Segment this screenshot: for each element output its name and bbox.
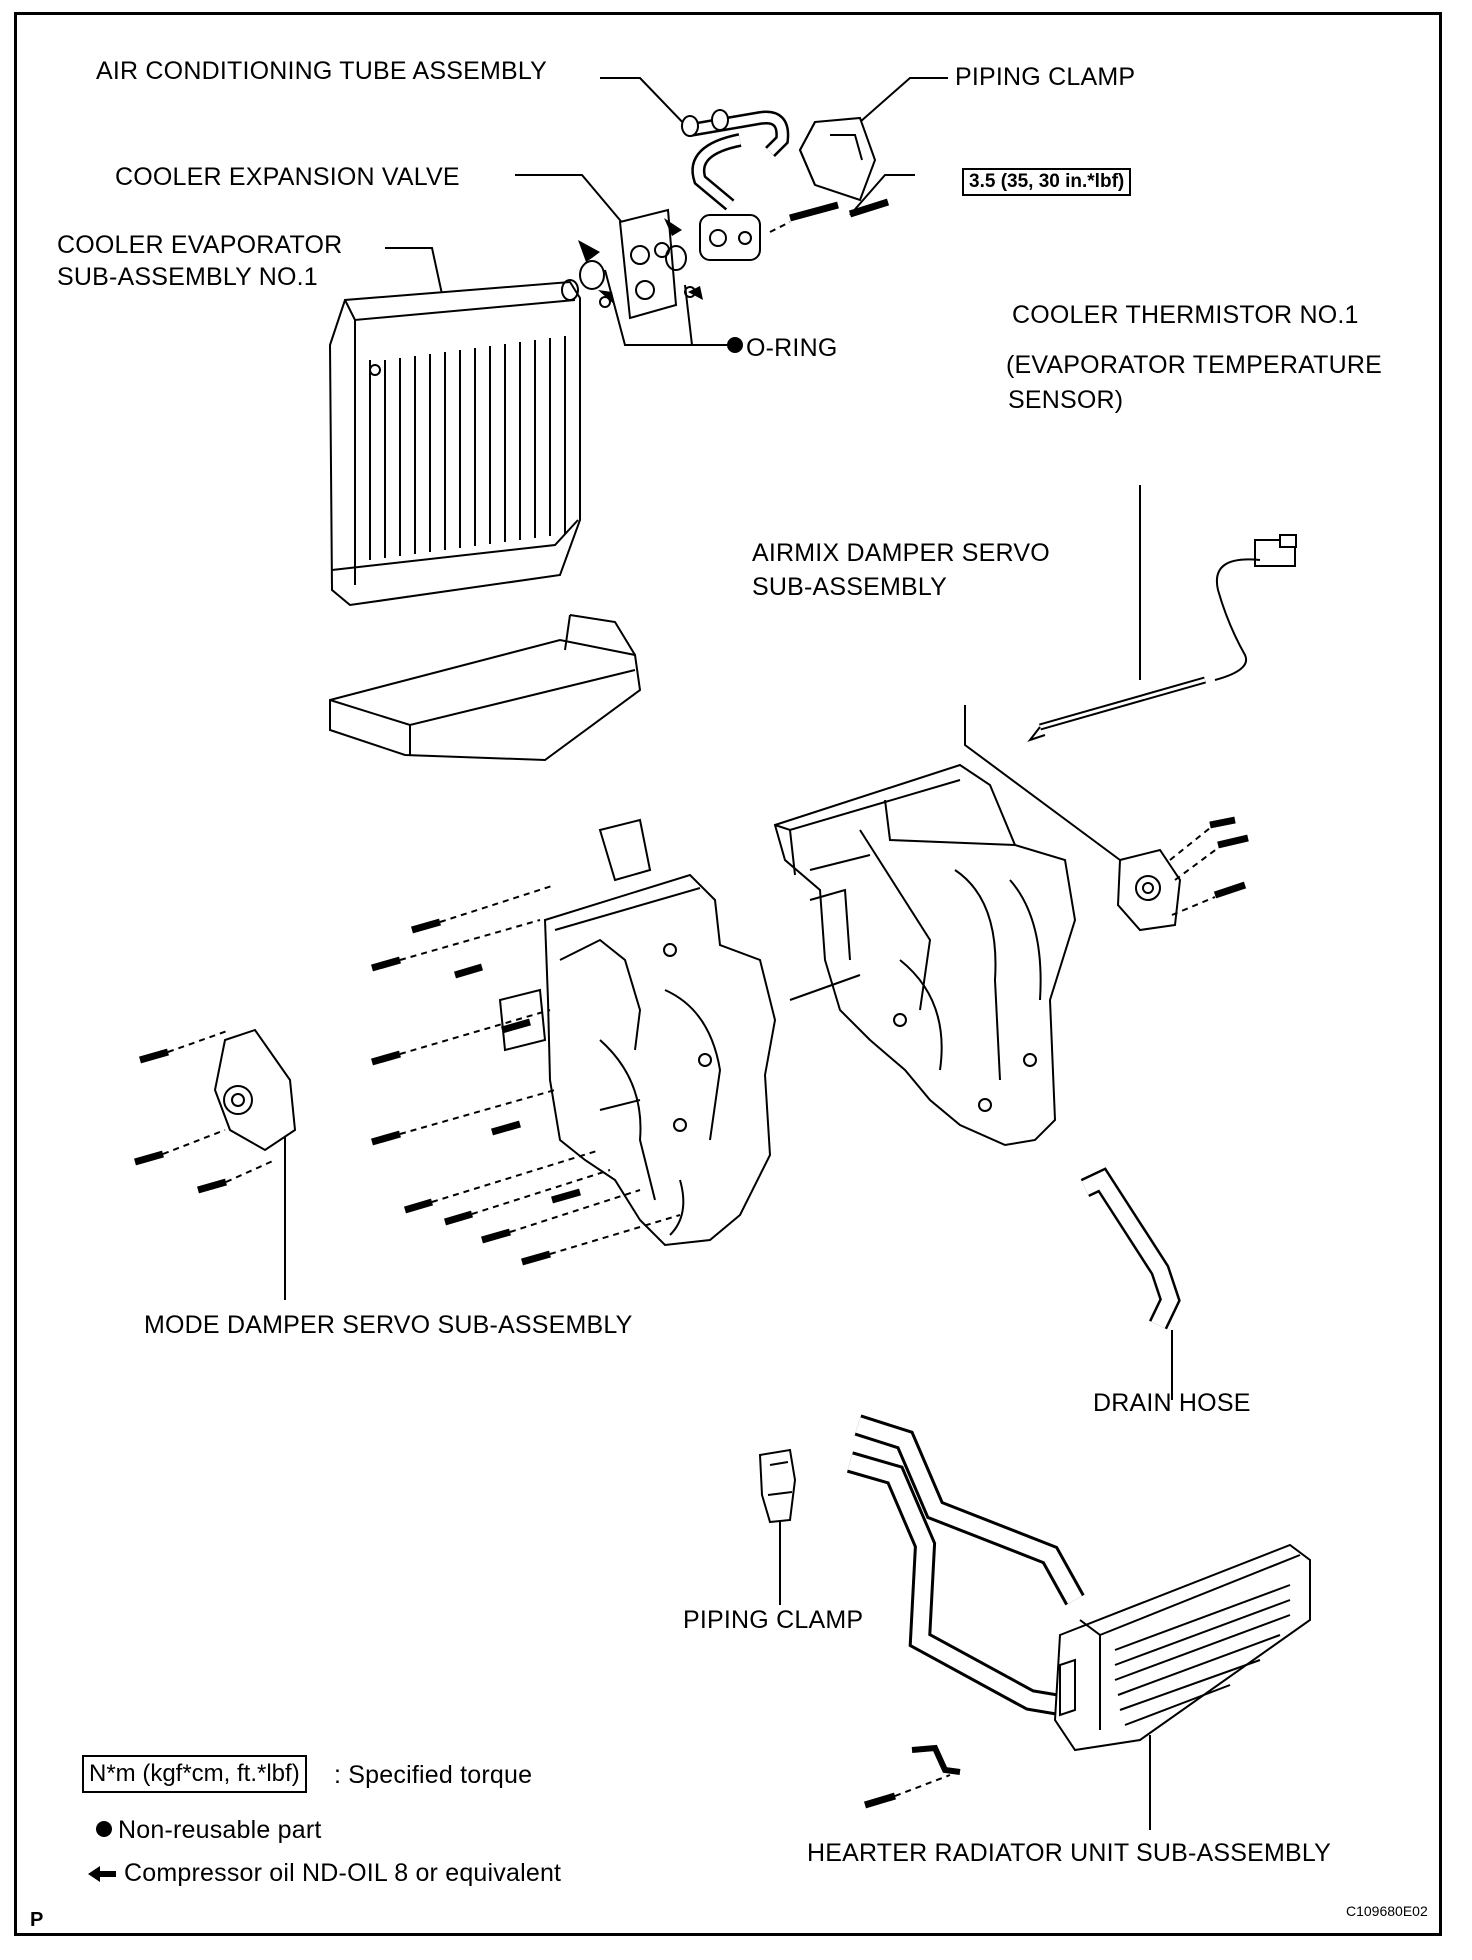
- nonreusable-dot-icon: [96, 1821, 112, 1838]
- oil-arrow-icon: [88, 1866, 116, 1883]
- figure-code: C109680E02: [1346, 1903, 1428, 1919]
- legend-oil-row: Compressor oil ND-OIL 8 or equivalent: [88, 1858, 561, 1888]
- label-evaporator-line2: SUB-ASSEMBLY NO.1: [57, 263, 318, 291]
- label-airmix-line1: AIRMIX DAMPER SERVO: [752, 539, 1050, 567]
- legend-torque-box: N*m (kgf*cm, ft.*lbf): [82, 1755, 307, 1793]
- label-heater-radiator: HEARTER RADIATOR UNIT SUB-ASSEMBLY: [807, 1839, 1332, 1867]
- oil-arrows: [578, 218, 703, 305]
- thermistor: [1027, 534, 1297, 742]
- label-o-ring: O-RING: [746, 334, 838, 362]
- legend-torque-desc: : Specified torque: [334, 1761, 533, 1789]
- diagram-frame: [14, 12, 1442, 1936]
- bottom-bracket: [863, 1744, 961, 1809]
- label-thermistor-line3: SENSOR): [1008, 386, 1124, 414]
- piping-clamp-top: [798, 116, 877, 202]
- o-ring-dot: [727, 337, 743, 353]
- label-airmix-line2: SUB-ASSEMBLY: [752, 573, 948, 601]
- legend-compressor-oil: Compressor oil ND-OIL 8 or equivalent: [124, 1859, 562, 1887]
- legend-nonreusable: Non-reusable part: [118, 1816, 322, 1844]
- mode-damper-servo: [134, 1028, 297, 1194]
- label-piping-clamp-bottom: PIPING CLAMP: [683, 1606, 864, 1634]
- tube-bolts: [769, 198, 890, 233]
- label-ac-tube: AIR CONDITIONING TUBE ASSEMBLY: [96, 57, 547, 85]
- label-piping-clamp-top: PIPING CLAMP: [955, 63, 1136, 91]
- expansion-valve: [579, 208, 696, 320]
- evaporator-core: [328, 279, 581, 607]
- heater-radiator: [846, 1414, 1311, 1752]
- airmix-servo: [1116, 816, 1249, 932]
- ac-tube-assembly: [681, 109, 790, 261]
- label-expansion-valve: COOLER EXPANSION VALVE: [115, 163, 460, 191]
- label-drain-hose: DRAIN HOSE: [1093, 1389, 1251, 1417]
- torque-value-box: 3.5 (35, 30 in.*lbf): [962, 168, 1132, 196]
- legend-nonreusable-row: Non-reusable part: [96, 1815, 322, 1845]
- label-mode-damper: MODE DAMPER SERVO SUB-ASSEMBLY: [144, 1311, 633, 1339]
- piping-clamp-bottom: [758, 1448, 797, 1524]
- label-thermistor-line2: (EVAPORATOR TEMPERATURE: [1006, 351, 1382, 379]
- evaporator-tray: [329, 614, 642, 762]
- case-left-screws: [371, 884, 681, 1266]
- corner-letter: P: [30, 1909, 44, 1931]
- drain-hose: [1080, 1167, 1181, 1330]
- label-thermistor-line1: COOLER THERMISTOR NO.1: [1012, 301, 1359, 329]
- case-left: [498, 818, 777, 1247]
- label-evaporator-line1: COOLER EVAPORATOR: [57, 231, 343, 259]
- case-right: [773, 763, 1077, 1147]
